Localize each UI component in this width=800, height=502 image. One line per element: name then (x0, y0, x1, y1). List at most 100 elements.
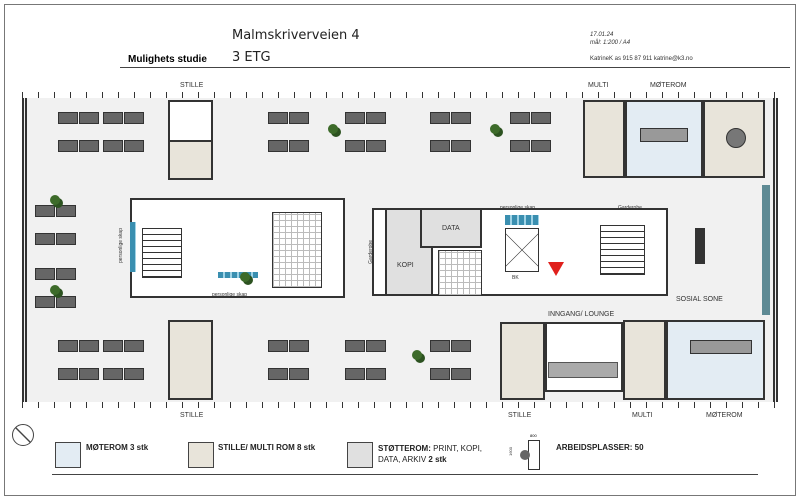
plant-icon (50, 285, 60, 295)
label-multi-bottom: MULTI (632, 412, 653, 419)
workstation-desk (35, 233, 55, 245)
room-data[interactable] (420, 208, 482, 248)
legend-swatch-stotterom (347, 442, 373, 468)
workstation-desk (289, 340, 309, 352)
workstation-desk (124, 140, 144, 152)
header-divider (120, 67, 790, 68)
legend-swatch-stille-multi (188, 442, 214, 468)
stairs-right (600, 225, 645, 275)
label-garderobe-2: Garderobe (618, 205, 642, 211)
subtitle: Mulighets studie (128, 54, 207, 65)
drawing-frame (4, 4, 796, 496)
personal-lockers-bottom (218, 272, 258, 278)
lounge-sofa (548, 362, 618, 378)
window-band-bottom (22, 402, 778, 408)
plant-icon (328, 124, 338, 134)
workstation-desk (451, 368, 471, 380)
north-arrow-icon (12, 424, 34, 446)
workstation-desk (35, 296, 55, 308)
contact: KatrineK as 915 87 911 katrine@k3.no (590, 56, 693, 62)
toilet-center (438, 250, 482, 296)
workstation-desk (124, 340, 144, 352)
stairs-left (142, 228, 182, 278)
label-personlige-skap-3: personlige skap (500, 205, 536, 211)
label-bk: BK (512, 275, 519, 281)
workstation-depth: 1600 (508, 447, 513, 456)
legend-arbeidsplasser: ARBEIDSPLASSER: 50 (556, 443, 644, 452)
workstation-desk (451, 140, 471, 152)
workstation-desk (268, 368, 288, 380)
workstation-width: 800 (530, 433, 537, 438)
workstation-desk (56, 296, 76, 308)
workstation-desk (510, 140, 530, 152)
room-moterom-bottom[interactable] (666, 320, 765, 400)
personal-lockers-left (130, 222, 136, 272)
workstation-desk (124, 112, 144, 124)
label-personlige-skap-1: personlige skap (118, 228, 124, 264)
workstation-desk (366, 340, 386, 352)
workstation-desk (451, 340, 471, 352)
plant-icon (412, 350, 422, 360)
room-lounge[interactable] (545, 322, 623, 392)
workstation-desk (124, 368, 144, 380)
room-multi-bottom[interactable] (623, 320, 666, 400)
workstation-desk (103, 112, 123, 124)
workstation-desk (451, 112, 471, 124)
social-bench (762, 185, 770, 315)
room-multi-top[interactable] (583, 100, 625, 178)
workstation-desk (345, 368, 365, 380)
project-title: Malmskriverveien 4 (232, 28, 360, 43)
legend-stille-multi: STILLE/ MULTI ROM 8 stk (218, 443, 316, 452)
scale: mål: 1:200 / A4 (590, 40, 631, 46)
room-stille-top-2[interactable] (168, 140, 213, 180)
workstation-desk (58, 340, 78, 352)
label-data: DATA (442, 225, 460, 232)
workstation-desk (103, 368, 123, 380)
label-moterom-top: MØTEROM (650, 82, 687, 89)
label-stille-bottom-2: STILLE (508, 412, 532, 419)
plant-icon (490, 124, 500, 134)
legend-stotterom-count: 2 stk (428, 455, 447, 464)
workstation-desk (531, 112, 551, 124)
room-stille-bottom-2[interactable] (500, 322, 545, 400)
label-garderobe-1: Garderobe (368, 240, 374, 264)
workstation-desk (430, 140, 450, 152)
date: 17.01.24 (590, 32, 614, 38)
workstation-desk (58, 368, 78, 380)
label-moterom-bottom: MØTEROM (706, 412, 743, 419)
workstation-desk (103, 140, 123, 152)
legend-stotterom: STØTTEROM: PRINT, KOPI, DATA, ARKIV 2 st… (378, 443, 488, 465)
chair-symbol-icon (520, 450, 530, 460)
workstation-desk (289, 140, 309, 152)
workstation-desk (103, 340, 123, 352)
workstation-desk (79, 112, 99, 124)
meeting-table (640, 128, 688, 142)
plant-icon (50, 195, 60, 205)
workstation-desk (35, 268, 55, 280)
label-stille-bottom: STILLE (180, 412, 204, 419)
workstation-desk (289, 112, 309, 124)
workstation-desk (79, 368, 99, 380)
workstation-desk (531, 140, 551, 152)
workstation-desk (510, 112, 530, 124)
entrance-marker-icon (548, 262, 564, 276)
meeting-table-bottom (690, 340, 752, 354)
personal-lockers-center (505, 215, 539, 225)
label-sosial-sone: SOSIAL SONE (676, 296, 723, 303)
workstation-desk (58, 140, 78, 152)
workstation-desk (268, 340, 288, 352)
toilets-left (272, 212, 322, 288)
elevator (505, 228, 539, 272)
workstation-desk (366, 368, 386, 380)
workstation-desk (79, 340, 99, 352)
legend-moterom: MØTEROM 3 stk (86, 443, 149, 452)
workstation-desk (345, 140, 365, 152)
label-stille-top: STILLE (180, 82, 204, 89)
workstation-desk (366, 140, 386, 152)
room-stille-bottom[interactable] (168, 320, 213, 400)
workstation-desk (430, 340, 450, 352)
workstation-desk (289, 368, 309, 380)
label-multi-top: MULTI (588, 82, 609, 89)
label-personlige-skap-2: personlige skap (212, 292, 248, 298)
workstation-desk (345, 340, 365, 352)
